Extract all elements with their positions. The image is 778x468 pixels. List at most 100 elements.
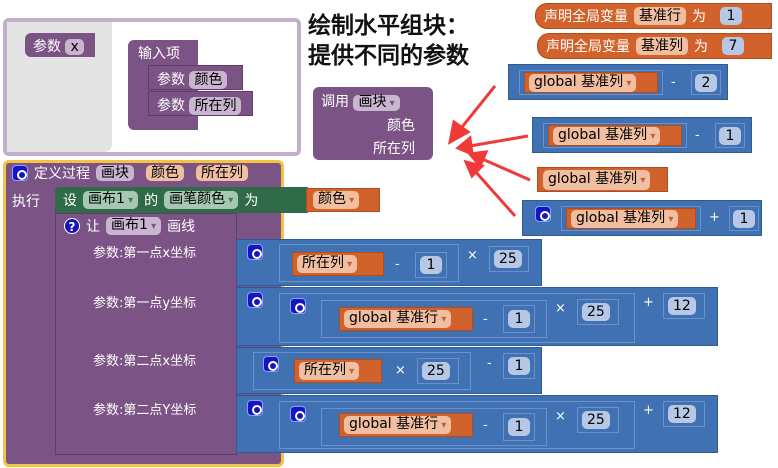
operator: - [483, 418, 488, 433]
variable-dropdown[interactable]: global 基准行 [344, 310, 452, 328]
define-label: 定义过程 [34, 166, 90, 182]
gear-icon[interactable] [263, 356, 279, 372]
property-dropdown[interactable]: 画笔颜色 [164, 191, 239, 209]
param-block[interactable]: 参数 x [25, 33, 95, 57]
operator: × [467, 248, 478, 263]
number-field[interactable]: 1 [720, 7, 742, 25]
arg-label-y2: 参数:第二点Y坐标 [93, 403, 197, 418]
number-field[interactable]: 1 [508, 310, 530, 328]
number-field[interactable]: 2 [695, 74, 717, 92]
procedure-header: 定义过程 画块 颜色 所在列 [12, 163, 248, 183]
gear-icon[interactable] [290, 298, 306, 314]
arg-x1-expression[interactable]: 所在列 - 1 × 25 [236, 239, 542, 286]
call-label: 调用 [321, 94, 349, 110]
number-field[interactable]: 25 [422, 362, 450, 380]
number-field[interactable]: 1 [420, 256, 442, 274]
arg-y2-expression[interactable]: global 基准行 - 1 × 25 + 12 [236, 395, 718, 453]
global-name-field[interactable]: 基准行 [634, 7, 686, 25]
option-block-1[interactable]: global 基准列 - 2 [508, 64, 728, 100]
global-name-field[interactable]: 基准列 [636, 37, 688, 55]
procedure-name-field[interactable]: 画块 [96, 165, 134, 181]
param-colour[interactable]: 颜色 [146, 165, 184, 181]
operator: + [709, 210, 720, 225]
arg2-label: 所在列 [373, 141, 415, 157]
variable-dropdown[interactable]: global 基准列 [553, 127, 661, 145]
arg-label-x1: 参数:第一点x坐标 [93, 246, 197, 261]
option-block-4[interactable]: global 基准列 + 1 [522, 200, 762, 236]
arg-label-y1: 参数:第一点y坐标 [93, 296, 197, 311]
number-field[interactable]: 25 [582, 303, 610, 321]
param-column[interactable]: 所在列 [196, 165, 248, 181]
number-field[interactable]: 7 [722, 37, 744, 55]
to-label: 为 [692, 9, 706, 25]
declare-label: 声明全局变量 [546, 39, 630, 55]
operator: × [555, 301, 566, 316]
component-dropdown[interactable]: 画布1 [83, 191, 139, 209]
operator: - [671, 75, 676, 90]
procedure-dropdown[interactable]: 画块 [353, 95, 400, 111]
number-field[interactable]: 12 [668, 405, 696, 423]
do-label: 执行 [12, 194, 40, 210]
declare-label: 声明全局变量 [544, 9, 628, 25]
param-label: 参数 [33, 39, 61, 55]
method-label: 画线 [167, 219, 196, 235]
number-field[interactable]: 1 [733, 210, 755, 228]
number-field[interactable]: 25 [494, 250, 522, 268]
variable-dropdown[interactable]: 所在列 [299, 362, 360, 380]
item-label: 参数 [157, 98, 185, 114]
gear-icon[interactable] [290, 406, 306, 422]
item-name-field[interactable]: 所在列 [189, 97, 242, 115]
variable-dropdown[interactable]: global 基准列 [543, 170, 651, 190]
gear-icon[interactable] [535, 206, 551, 222]
variable-dropdown[interactable]: global 基准列 [571, 210, 679, 228]
title-line2: 提供不同的参数 [308, 43, 469, 69]
operator: - [483, 312, 488, 327]
arg-x2-expression[interactable]: 所在列 × 25 - 1 [236, 347, 542, 394]
gear-icon[interactable] [247, 400, 263, 416]
number-field[interactable]: 12 [668, 297, 696, 315]
variable-dropdown[interactable]: global 基准列 [529, 74, 637, 92]
inputs-label: 输入项 [138, 46, 180, 62]
option-block-2[interactable]: global 基准列 - 1 [532, 117, 752, 153]
item-label: 参数 [157, 72, 185, 88]
of-label: 的 [144, 193, 159, 209]
arrows [447, 85, 531, 217]
input-item-1[interactable]: 参数 颜色 [148, 65, 243, 90]
to-label: 为 [244, 193, 259, 209]
input-item-2[interactable]: 参数 所在列 [148, 91, 253, 116]
arg-y1-expression[interactable]: global 基准行 - 1 × 25 + 12 [236, 287, 718, 346]
option-block-3[interactable]: global 基准列 [537, 167, 668, 192]
set-canvas-paint-color-block[interactable]: 设 画布1 的 画笔颜色 为 [55, 187, 308, 213]
colour-getter[interactable]: 颜色 [306, 188, 380, 212]
operator: - [395, 257, 400, 272]
operator: × [395, 363, 406, 378]
gear-icon[interactable] [12, 165, 28, 181]
help-icon[interactable]: ? [64, 218, 80, 234]
call-procedure-block[interactable]: 调用 画块 颜色 所在列 [313, 87, 433, 160]
param-name-field[interactable]: x [65, 39, 84, 55]
number-field[interactable]: 25 [582, 411, 610, 429]
to-label: 为 [694, 39, 708, 55]
drawline-header: ? 让 画布1 画线 [64, 216, 195, 236]
item-name-field[interactable]: 颜色 [189, 71, 228, 89]
gear-icon[interactable] [247, 292, 263, 308]
variable-dropdown[interactable]: global 基准行 [344, 416, 452, 434]
title-line1: 绘制水平组块： [308, 13, 469, 39]
operator: + [643, 295, 654, 310]
canvas-drawline-block[interactable] [55, 213, 237, 455]
variable-dropdown[interactable]: 所在列 [297, 255, 358, 273]
operator: + [643, 403, 654, 418]
operator: × [555, 409, 566, 424]
number-field[interactable]: 1 [508, 357, 530, 375]
number-field[interactable]: 1 [508, 418, 530, 436]
number-field[interactable]: 1 [719, 127, 741, 145]
variable-dropdown[interactable]: 颜色 [313, 191, 360, 209]
gear-icon[interactable] [247, 244, 263, 260]
arg-label-x2: 参数:第二点x坐标 [93, 354, 197, 369]
operator: - [695, 128, 700, 143]
arg1-label: 颜色 [387, 118, 415, 134]
component-dropdown[interactable]: 画布1 [106, 217, 162, 235]
set-label: 设 [63, 193, 77, 209]
